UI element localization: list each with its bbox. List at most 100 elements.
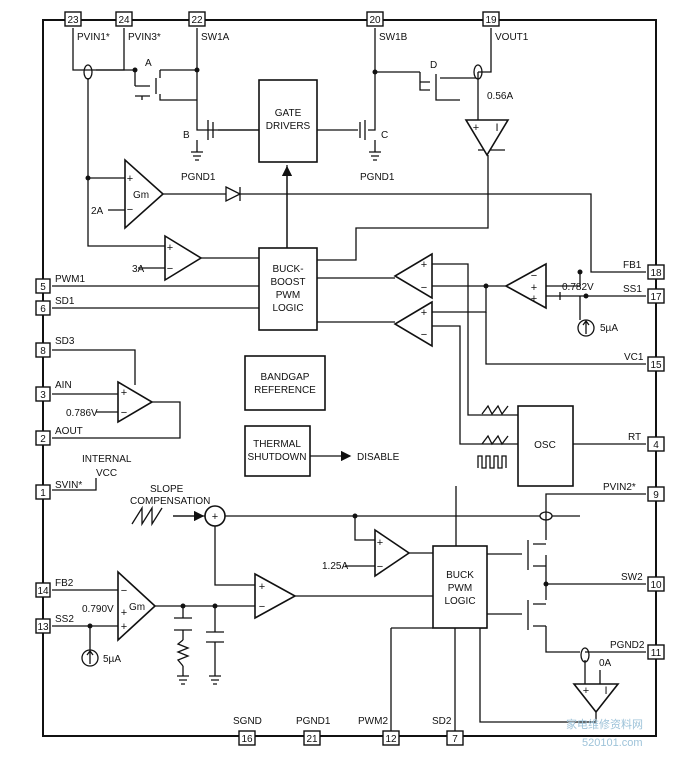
diode: [225, 185, 242, 203]
svg-text:0.786V: 0.786V: [66, 408, 98, 419]
svg-text:520101.com: 520101.com: [582, 737, 643, 749]
svg-text:0.782V: 0.782V: [562, 282, 594, 293]
svg-text:+: +: [121, 607, 127, 619]
svg-text:LOGIC: LOGIC: [444, 596, 475, 607]
current-sense-top: [464, 119, 510, 157]
svg-text:0.790V: 0.790V: [82, 604, 114, 615]
svg-text:INTERNAL: INTERNAL: [82, 454, 132, 465]
svg-text:5µA: 5µA: [600, 323, 618, 334]
pwm-comparator-1: [393, 252, 433, 300]
svg-text:0A: 0A: [599, 658, 612, 669]
component-labels: A B C D PGND1 PGND1 0.56A 2A 3A Gm Gm 0.…: [66, 58, 618, 697]
svg-text:−: −: [421, 329, 427, 341]
pin-23: 23 PVIN1*: [64, 11, 110, 43]
error-amplifier-1: [504, 262, 547, 310]
svg-text:BUCK-: BUCK-: [272, 264, 303, 275]
svg-text:24: 24: [118, 15, 130, 26]
svg-text:DRIVERS: DRIVERS: [266, 121, 311, 132]
watermark: 家电维修资料网 520101.com: [566, 717, 643, 749]
svg-text:BUCK: BUCK: [446, 570, 474, 581]
svg-text:+: +: [167, 242, 173, 254]
svg-text:13: 13: [37, 622, 49, 633]
capacitor-1: [174, 617, 192, 631]
pin-18: 18 FB1: [623, 260, 665, 280]
svg-text:16: 16: [241, 734, 253, 745]
svg-text:I: I: [604, 685, 607, 697]
pin-12: 12 PWM2: [358, 716, 400, 746]
svg-text:BANDGAP: BANDGAP: [261, 372, 310, 383]
svg-text:−: −: [167, 263, 173, 275]
svg-text:FB2: FB2: [55, 578, 74, 589]
svg-text:OSC: OSC: [534, 440, 556, 451]
chip-outline: [42, 19, 657, 737]
svg-text:2: 2: [40, 434, 46, 445]
svg-text:GATE: GATE: [275, 108, 302, 119]
svg-text:22: 22: [191, 15, 203, 26]
pin-8: 8 SD3: [35, 336, 75, 358]
resistor: [176, 639, 190, 667]
svg-text:FB1: FB1: [623, 260, 642, 271]
svg-text:B: B: [183, 130, 190, 141]
svg-text:18: 18: [650, 268, 662, 279]
comparator-125a: [374, 528, 411, 578]
svg-text:BOOST: BOOST: [270, 277, 305, 288]
svg-text:+: +: [473, 122, 479, 134]
svg-text:7: 7: [452, 734, 458, 745]
svg-text:SS2: SS2: [55, 614, 74, 625]
pin-2: 2 AOUT: [35, 426, 83, 446]
svg-text:2A: 2A: [91, 206, 104, 217]
svg-text:−: −: [421, 282, 427, 294]
svg-text:SGND: SGND: [233, 716, 262, 727]
svg-text:−: −: [377, 561, 383, 573]
svg-text:PGND2: PGND2: [610, 640, 645, 651]
svg-text:PGND1: PGND1: [360, 172, 395, 183]
svg-text:+: +: [421, 307, 427, 319]
svg-text:+: +: [121, 387, 127, 399]
svg-text:12: 12: [385, 734, 397, 745]
svg-text:SHUTDOWN: SHUTDOWN: [248, 452, 307, 463]
svg-text:SW2: SW2: [621, 572, 643, 583]
svg-text:SD2: SD2: [432, 716, 452, 727]
svg-text:4: 4: [653, 440, 659, 451]
gm-amplifier-2: [117, 570, 157, 642]
ground-b: [191, 151, 203, 161]
svg-text:+: +: [421, 259, 427, 271]
pin-21: 21 PGND1: [296, 716, 331, 746]
svg-text:SD1: SD1: [55, 296, 75, 307]
svg-text:−: −: [127, 204, 133, 216]
thermal-shutdown-block: THERMAL SHUTDOWN: [244, 425, 311, 477]
svg-text:PWM: PWM: [448, 583, 472, 594]
svg-text:19: 19: [485, 15, 497, 26]
svg-text:Gm: Gm: [129, 602, 145, 613]
svg-text:5µA: 5µA: [103, 654, 121, 665]
pin-11: 11 PGND2: [610, 640, 665, 660]
svg-text:COMPENSATION: COMPENSATION: [130, 496, 210, 507]
svg-text:家电维修资料网: 家电维修资料网: [566, 717, 643, 731]
svg-text:VC1: VC1: [624, 352, 644, 363]
pin-14: 14 FB2: [35, 578, 74, 598]
svg-text:+: +: [583, 685, 589, 697]
ground-cap: [209, 675, 221, 685]
svg-text:VCC: VCC: [96, 468, 117, 479]
sense-loop-top-right: [473, 64, 483, 80]
svg-text:1: 1: [40, 488, 46, 499]
svg-text:3: 3: [40, 390, 46, 401]
pwm-comparator-buck: [254, 572, 297, 620]
svg-text:RT: RT: [628, 432, 641, 443]
svg-text:−: −: [121, 407, 127, 419]
pin-24: 24 PVIN3*: [115, 11, 161, 43]
svg-text:DISABLE: DISABLE: [357, 452, 400, 463]
svg-text:23: 23: [67, 15, 79, 26]
svg-text:SVIN*: SVIN*: [55, 480, 82, 491]
svg-text:0.56A: 0.56A: [487, 91, 513, 102]
sense-loop-top-left: [83, 64, 93, 80]
svg-text:−: −: [121, 585, 127, 597]
svg-text:1.25A: 1.25A: [322, 561, 348, 572]
svg-text:8: 8: [40, 346, 46, 357]
gate-drivers-block: GATE DRIVERS: [258, 79, 318, 163]
comparator-3a: [164, 234, 203, 282]
svg-text:D: D: [430, 60, 437, 71]
svg-text:SW1A: SW1A: [201, 32, 230, 43]
svg-text:AIN: AIN: [55, 380, 72, 391]
